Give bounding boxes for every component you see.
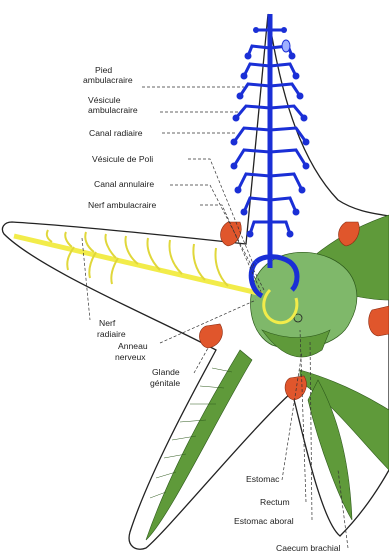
label-nerf-radiaire-line1: Nerf bbox=[99, 318, 116, 328]
label-vesicule-poli: Vésicule de Poli bbox=[92, 154, 153, 164]
label-caecum-brachial: Caecum brachial bbox=[276, 543, 341, 553]
gonad-5 bbox=[369, 306, 389, 336]
polian-vesicle bbox=[282, 40, 290, 52]
label-pied-line2: ambulacraire bbox=[83, 75, 133, 85]
label-glande-line1: Glande bbox=[152, 367, 180, 377]
label-canal-radiaire: Canal radiaire bbox=[89, 128, 143, 138]
label-pied-line1: Pied bbox=[95, 65, 112, 75]
label-anneau-line2: nerveux bbox=[115, 352, 146, 362]
label-estomac: Estomac bbox=[246, 474, 280, 484]
label-vesicule-amb-line2: ambulacraire bbox=[88, 105, 138, 115]
label-estomac-aboral: Estomac aboral bbox=[234, 516, 294, 526]
label-glande-line2: génitale bbox=[150, 378, 180, 388]
label-anneau-line1: Anneau bbox=[118, 341, 148, 351]
label-nerf-ambulacraire: Nerf ambulacraire bbox=[88, 200, 157, 210]
label-rectum: Rectum bbox=[260, 497, 290, 507]
label-nerf-radiaire-line2: radiaire bbox=[97, 329, 126, 339]
label-canal-annulaire: Canal annulaire bbox=[94, 179, 154, 189]
label-vesicule-amb-line1: Vésicule bbox=[88, 95, 121, 105]
